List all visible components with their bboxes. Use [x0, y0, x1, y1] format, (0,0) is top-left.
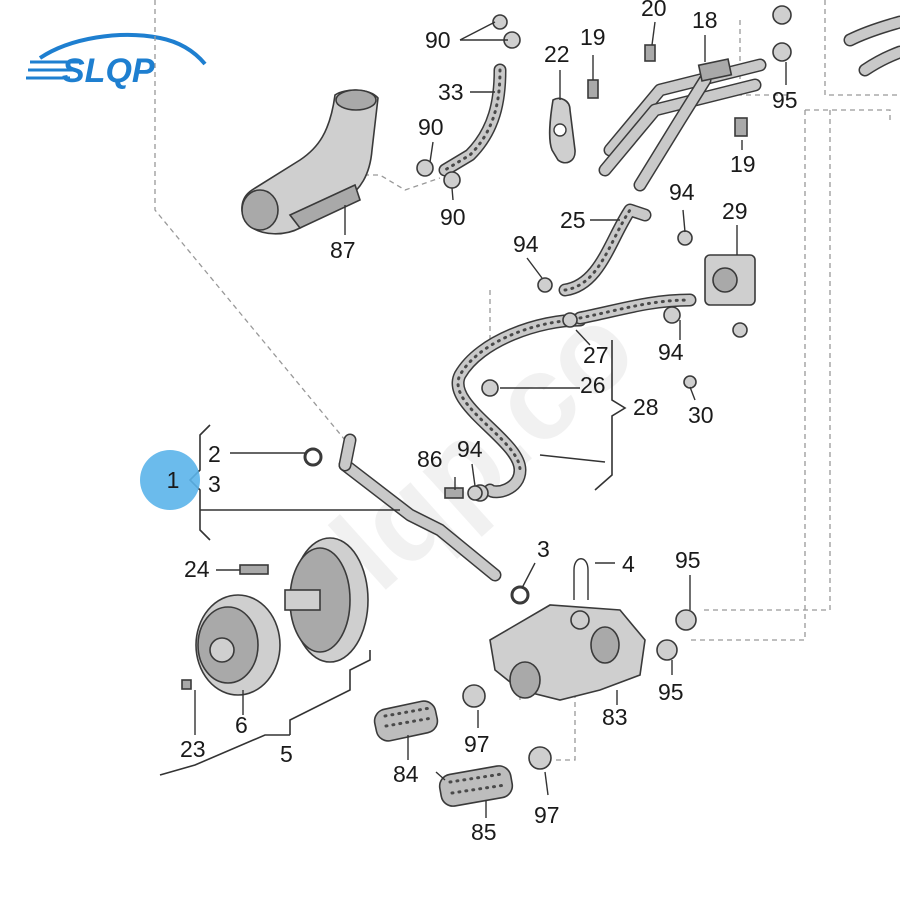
- part-33-hose: [416, 14, 521, 201]
- part-18-coolant-pipes: [598, 21, 767, 192]
- part-1-coolant-pipe: [188, 424, 536, 605]
- part-22-gasket: [548, 55, 599, 164]
- callout-6: 6: [235, 712, 248, 738]
- callout-1: 1: [167, 467, 180, 493]
- logo-text: SLQP: [62, 52, 155, 90]
- callout-85: 85: [471, 819, 497, 845]
- callout-86: 86: [417, 446, 443, 472]
- callout-94-c: 94: [658, 339, 684, 365]
- callout-3-lower: 3: [537, 536, 550, 562]
- callout-labels: 2 3 3 4 5 6 18 19 19 20 22 23 24 25 26 2…: [180, 0, 798, 845]
- callout-83: 83: [602, 704, 628, 730]
- callout-90-mid: 90: [418, 114, 444, 140]
- callout-24: 24: [184, 556, 210, 582]
- callout-29: 29: [722, 198, 748, 224]
- part-5-water-pump: [159, 537, 371, 776]
- callout-2: 2: [208, 441, 221, 467]
- callout-97-a: 97: [464, 731, 490, 757]
- callout-94-a: 94: [513, 231, 539, 257]
- part-95-top-clamps: [772, 5, 900, 85]
- callout-3: 3: [208, 471, 221, 497]
- callout-95-mid: 95: [675, 547, 701, 573]
- callout-27: 27: [583, 342, 609, 368]
- callout-95-top: 95: [772, 87, 798, 113]
- callout-87: 87: [330, 237, 356, 263]
- callout-25: 25: [560, 207, 586, 233]
- callout-19-top: 19: [580, 24, 606, 50]
- callout-28: 28: [633, 394, 659, 420]
- highlight-marker: 1: [140, 450, 200, 510]
- callout-19-right: 19: [730, 151, 756, 177]
- callout-90-top: 90: [425, 27, 451, 53]
- callout-97-b: 97: [534, 802, 560, 828]
- callout-26: 26: [580, 372, 606, 398]
- part-83-thermostat-housing: [489, 558, 697, 705]
- callout-94-d: 94: [457, 436, 483, 462]
- part-29-valve: [679, 225, 756, 401]
- logo-car-swoosh: [38, 32, 207, 66]
- highlight-circle: [140, 450, 200, 510]
- callout-22: 22: [544, 41, 570, 67]
- callout-4: 4: [622, 551, 635, 577]
- brand-logo: SLQP: [26, 32, 207, 90]
- callout-23: 23: [180, 736, 206, 762]
- callout-94-b: 94: [669, 179, 695, 205]
- callout-20: 20: [641, 0, 667, 21]
- callout-95-bottom: 95: [658, 679, 684, 705]
- callout-90-bottom: 90: [440, 204, 466, 230]
- callout-30: 30: [688, 402, 714, 428]
- part-84-85-hoses: [373, 684, 552, 818]
- callout-5: 5: [280, 741, 293, 767]
- callout-33: 33: [438, 79, 464, 105]
- mid-leaders: [500, 209, 686, 491]
- callout-18: 18: [692, 7, 718, 33]
- callout-84: 84: [393, 761, 419, 787]
- part-87-intake-pipe: [241, 89, 379, 235]
